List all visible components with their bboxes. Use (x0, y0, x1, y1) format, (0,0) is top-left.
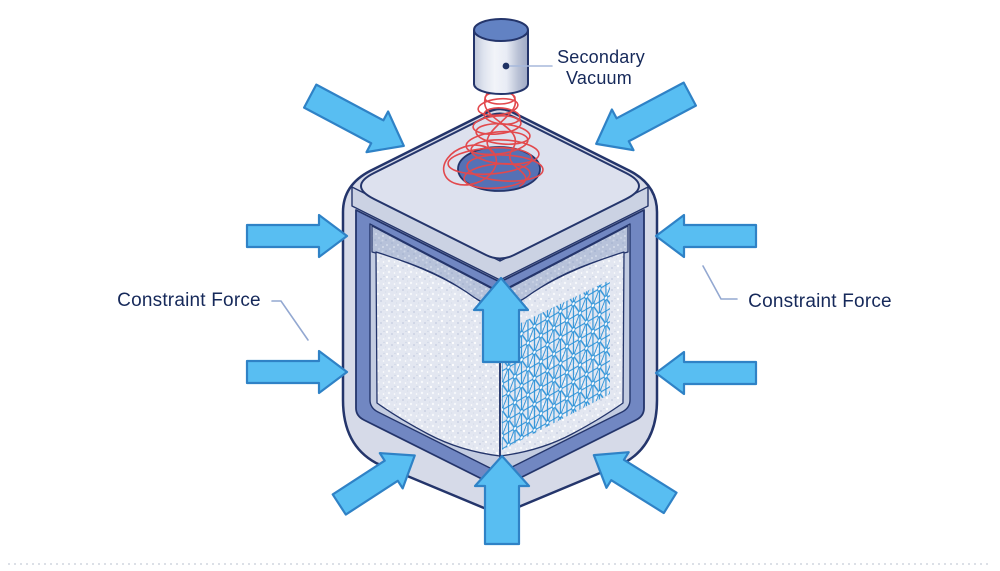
constraint-arrow-right-upper (654, 213, 758, 259)
constraint-arrow-bottom-right (592, 451, 678, 515)
constraint-arrow-top-left (303, 83, 405, 154)
constraint-arrow-right-lower (654, 350, 758, 396)
secondary-vacuum-label-line2: Vacuum (566, 68, 632, 88)
leader-constraint-right (702, 265, 738, 300)
leader-constraint-left (271, 300, 309, 341)
constraint-arrow-bottom-center (473, 454, 531, 546)
constraint-force-label-right: Constraint Force (748, 291, 892, 312)
constraint-arrow-left-lower (245, 349, 349, 395)
constraint-force-label-left: Constraint Force (117, 290, 261, 311)
constraint-arrow-bottom-left (331, 452, 416, 516)
constraint-arrows (245, 81, 758, 546)
constraint-arrow-left-upper (245, 213, 349, 259)
suction-coil (442, 91, 544, 190)
leader-lines (271, 65, 738, 341)
constraint-arrow-top-right (595, 81, 697, 152)
secondary-vacuum-label-line1: Secondary (557, 47, 645, 67)
internal-pressure-arrow (472, 276, 530, 364)
vacuum-pump-cylinder (473, 18, 529, 95)
callout-dot (502, 62, 510, 70)
top-slab-edge (351, 186, 649, 281)
truss-lattice (502, 280, 610, 450)
